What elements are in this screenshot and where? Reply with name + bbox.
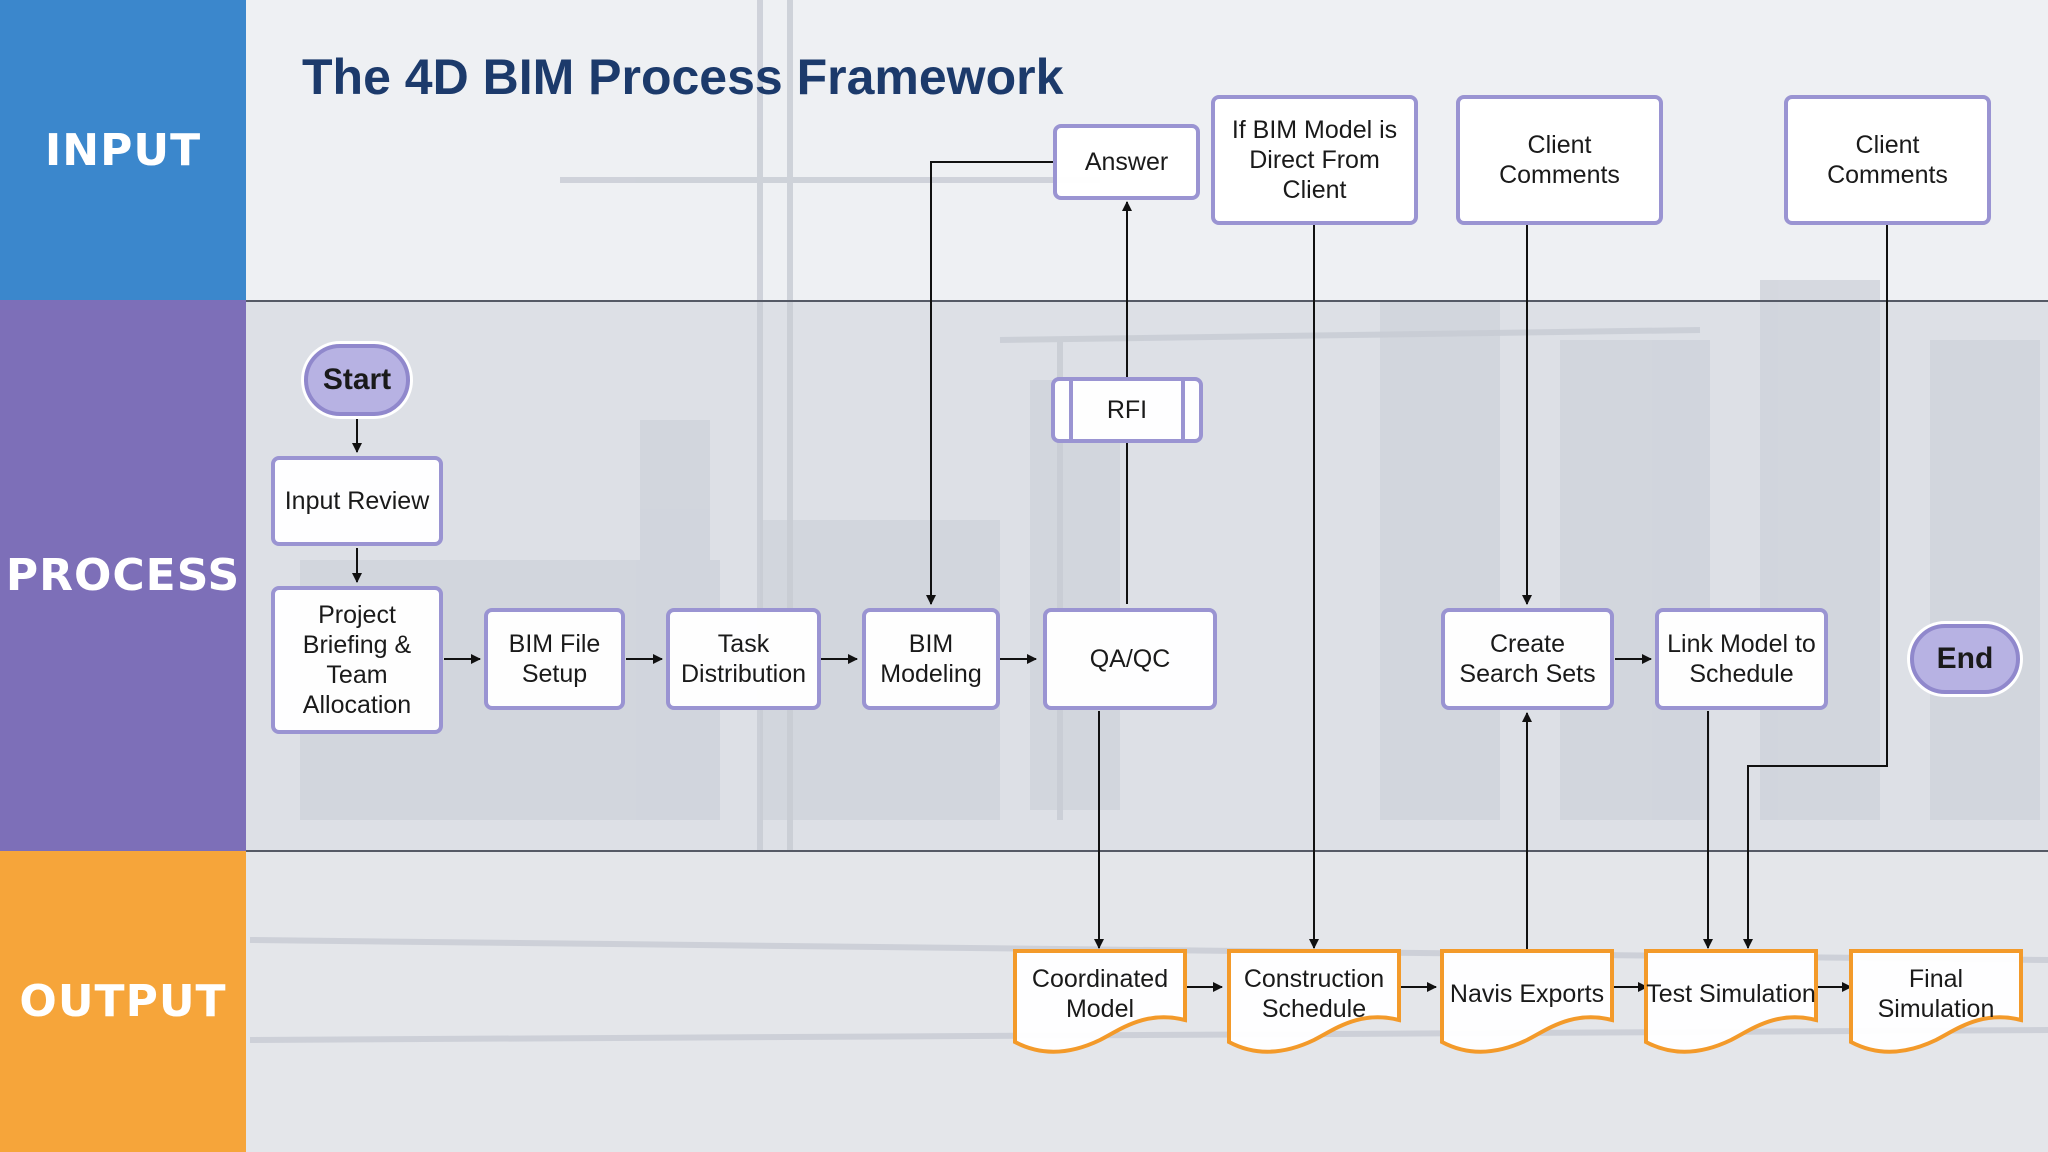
client-comments-box: Client Comments	[1456, 95, 1663, 225]
navis-exports-label: Navis Exports	[1449, 980, 1605, 1008]
input-review-box: Input Review	[271, 456, 443, 546]
client-comments-box: Client Comments	[1784, 95, 1991, 225]
page-title: The 4D BIM Process Framework	[302, 49, 1064, 105]
start-terminator: Start	[304, 344, 410, 416]
bim-modeling-box: BIM Modeling	[862, 608, 1000, 710]
test-simulation-document	[1644, 949, 1818, 1054]
end-terminator: End	[1910, 624, 2020, 694]
answer-box: Answer	[1053, 124, 1200, 200]
navis-exports-document	[1440, 949, 1614, 1054]
coordinated-model-label: Coordinated Model	[1031, 965, 1169, 1023]
test-simulation-label: Test Simulation	[1646, 980, 1816, 1008]
process-lane-label: PROCESS	[0, 300, 246, 851]
final-simulation-document	[1849, 949, 2023, 1054]
construction-schedule-label: Construction Schedule	[1243, 965, 1385, 1023]
qaqc-box: QA/QC	[1043, 608, 1217, 710]
rfi-box: RFI	[1051, 377, 1203, 443]
bim-file-setup-box: BIM File Setup	[484, 608, 625, 710]
lane-divider-input-process	[246, 300, 2048, 302]
lane-divider-process-output	[246, 850, 2048, 852]
task-distribution-box: Task Distribution	[666, 608, 821, 710]
input-lane-label: INPUT	[0, 0, 246, 300]
rfi-label: RFI	[1106, 396, 1148, 424]
project-briefing-box: Project Briefing & Team Allocation	[271, 586, 443, 734]
construction-schedule-document	[1227, 949, 1401, 1054]
coordinated-model-document	[1013, 949, 1187, 1054]
output-lane-label: OUTPUT	[0, 851, 246, 1152]
link-model-to-schedule-box: Link Model to Schedule	[1655, 608, 1828, 710]
bim-direct-from-client-box: If BIM Model is Direct From Client	[1211, 95, 1418, 225]
rfi-side-bar-right	[1181, 381, 1185, 439]
create-search-sets-box: Create Search Sets	[1441, 608, 1614, 710]
rfi-side-bar-left	[1069, 381, 1073, 439]
final-simulation-label: Final Simulation	[1877, 965, 1995, 1023]
